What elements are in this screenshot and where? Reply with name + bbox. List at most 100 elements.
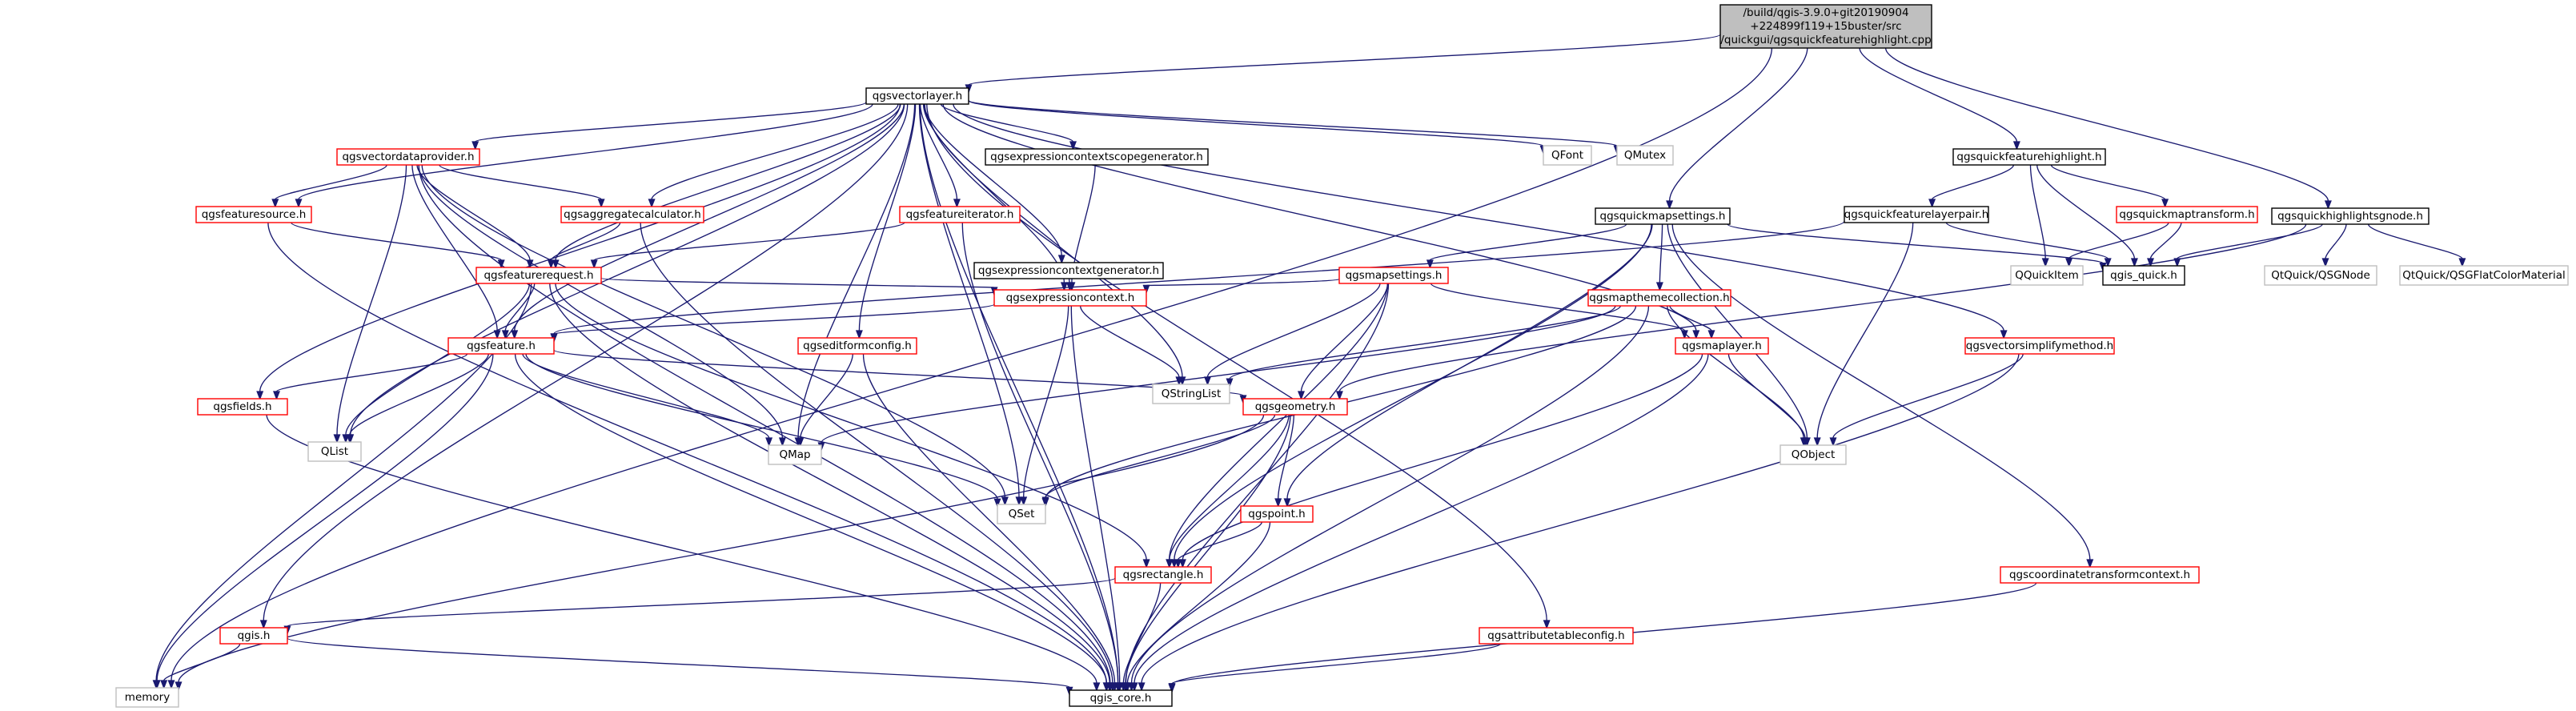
node-qgsfeatureiterator[interactable]: qgsfeatureiterator.h xyxy=(899,206,1021,223)
node-qgsvectorsimplifymethod[interactable]: qgsvectorsimplifymethod.h xyxy=(1964,337,2115,355)
edge-line xyxy=(1174,223,1652,560)
node-qgsgeometry[interactable]: qgsgeometry.h xyxy=(1242,398,1348,416)
node-qmap: QMap xyxy=(768,444,822,465)
node-qgis_quick[interactable]: qgis_quick.h xyxy=(2102,265,2185,286)
node-qgseditformconfig[interactable]: qgseditformconfig.h xyxy=(797,337,917,355)
node-qgsrectangle[interactable]: qgsrectangle.h xyxy=(1114,566,1212,584)
edge-line xyxy=(1045,414,1276,498)
node-qtquickqsgflatcolormaterial: QtQuick/QSGFlatColorMaterial xyxy=(2399,265,2569,286)
edge-qgsmapsettings-to-qstringlist xyxy=(1204,283,1381,386)
node-box xyxy=(560,206,704,223)
node-label: qgsexpressioncontext.h xyxy=(1006,291,1135,304)
edge-line xyxy=(553,349,1244,396)
node-box xyxy=(2271,207,2430,225)
edge-arrowhead xyxy=(1813,437,1821,447)
node-qgsexpressioncontext[interactable]: qgsexpressioncontext.h xyxy=(993,289,1147,307)
edge-qgsquickhighlightsgnode-to-qgis_quick xyxy=(2173,223,2323,267)
edge-arrowhead xyxy=(2324,200,2332,210)
node-qgsfeaturesource[interactable]: qgsfeaturesource.h xyxy=(195,206,312,223)
node-label: qgsaggregatecalculator.h xyxy=(564,208,701,221)
edge-qgsfeaturerequest-to-qgsfeature xyxy=(501,283,536,339)
edge-arrowhead xyxy=(1666,200,1674,210)
node-qgsquickfeaturelayerpair[interactable]: qgsquickfeaturelayerpair.h xyxy=(1844,206,1989,223)
edge-line xyxy=(1130,305,1650,684)
node-label: qgsexpressioncontextgenerator.h xyxy=(978,264,1159,277)
node-qgsexpressioncontextgenerator[interactable]: qgsexpressioncontextgenerator.h xyxy=(973,262,1164,279)
edge-line xyxy=(968,34,1721,86)
node-qgspoint[interactable]: qgspoint.h xyxy=(1240,505,1314,523)
edge-line xyxy=(418,164,1111,684)
edge-qgsmapthemecollection-to-qstringlist xyxy=(1226,305,1621,388)
edge-arrowhead xyxy=(1041,496,1049,507)
node-qgis_core[interactable]: qgis_core.h xyxy=(1069,689,1173,707)
node-label: QObject xyxy=(1792,448,1836,461)
edge-arrowhead xyxy=(1829,437,1837,447)
edge-line xyxy=(156,353,494,681)
node-box xyxy=(2102,265,2185,286)
edge-arrowhead xyxy=(597,199,605,208)
edge-qgsexpressioncontext-to-qgsfeature xyxy=(550,303,995,343)
edge-qgsquickmapsettings-to-qgsmapthemecollection xyxy=(1655,223,1663,291)
node-qgsquickfeaturehighlight[interactable]: qgsquickfeaturehighlight.h xyxy=(1952,148,2106,166)
edge-qgsattributetableconfig-to-qgis_core xyxy=(1168,643,1501,693)
edge-line xyxy=(800,353,853,439)
edge-qgsvectorlayer-to-qgsfeatureiterator xyxy=(919,103,961,208)
node-box xyxy=(1595,207,1731,225)
edge-line xyxy=(1169,414,1290,560)
node-qgsmaplayer[interactable]: qgsmaplayer.h xyxy=(1675,337,1769,355)
node-qfont: QFont xyxy=(1543,145,1592,166)
edge-arrowhead xyxy=(160,680,168,689)
edge-arrowhead xyxy=(2041,258,2049,267)
node-qobject: QObject xyxy=(1780,444,1847,465)
node-qgis[interactable]: qgis.h xyxy=(219,627,288,645)
edge-line xyxy=(336,164,407,436)
node-qgsquickmaptransform[interactable]: qgsquickmaptransform.h xyxy=(2116,206,2258,223)
edge-arrowhead xyxy=(1274,498,1282,508)
edge-line xyxy=(940,103,1074,143)
edge-qgseditformconfig-to-qmap xyxy=(796,353,853,447)
node-root: /build/qgis-3.9.0+git20190904+224899f119… xyxy=(1719,4,1932,49)
node-box xyxy=(195,206,312,223)
node-qgsvectordataprovider[interactable]: qgsvectordataprovider.h xyxy=(336,148,480,166)
edge-line xyxy=(2036,164,2136,259)
node-label: QtQuick/QSGNode xyxy=(2271,269,2370,282)
node-qgsaggregatecalculator[interactable]: qgsaggregatecalculator.h xyxy=(560,206,704,223)
node-qgsmapsettings[interactable]: qgsmapsettings.h xyxy=(1338,267,1449,284)
edge-qgsvectordataprovider-to-qgsaggregatecalculator xyxy=(439,164,605,208)
edge-root-to-qgsquickfeaturehighlight xyxy=(1859,47,2020,151)
edge-arrowhead xyxy=(1174,559,1182,568)
edge-arrowhead xyxy=(1138,682,1146,692)
node-qgsfeaturerequest[interactable]: qgsfeaturerequest.h xyxy=(475,267,602,284)
edge-arrowhead xyxy=(2130,258,2138,267)
edge-qgsfeature-to-qset xyxy=(525,353,1001,508)
node-qgsexpressioncontextscopegenerator[interactable]: qgsexpressioncontextscopegenerator.h xyxy=(985,148,1209,166)
edge-qgis-to-qgis_core xyxy=(287,637,1073,697)
edge-line xyxy=(259,103,901,392)
node-label: qgsvectorsimplifymethod.h xyxy=(1966,339,2114,352)
edge-arrowhead xyxy=(2012,141,2020,151)
node-qgscoordinatetransformcontext[interactable]: qgscoordinatetransformcontext.h xyxy=(2000,566,2200,584)
node-qstringlist: QStringList xyxy=(1152,384,1230,404)
node-qgsattributetableconfig[interactable]: qgsattributetableconfig.h xyxy=(1479,627,1634,645)
edge-qgsquickmapsettings-to-qgspoint xyxy=(1283,223,1653,508)
edge-qgsexpressioncontext-to-qset xyxy=(1020,305,1069,506)
edge-qgsaggregatecalculator-to-qgsfeaturerequest xyxy=(547,222,621,269)
edge-arrowhead xyxy=(2000,330,2008,339)
node-qgsmapthemecollection[interactable]: qgsmapthemecollection.h xyxy=(1587,289,1731,307)
node-qgsquickhighlightsgnode[interactable]: qgsquickhighlightsgnode.h xyxy=(2271,207,2430,225)
edge-line xyxy=(1079,305,1180,378)
node-qgsvectorlayer[interactable]: qgsvectorlayer.h xyxy=(865,87,969,105)
node-box xyxy=(1069,689,1173,707)
edge-qgsfeaturerequest-to-qgsrectangle xyxy=(555,283,1150,568)
edge-arrowhead xyxy=(511,330,519,339)
edge-line xyxy=(1182,353,1703,560)
edge-arrowhead xyxy=(1655,282,1663,291)
node-qgsfeature[interactable]: qgsfeature.h xyxy=(447,337,555,355)
edge-line xyxy=(475,101,867,143)
edge-arrowhead xyxy=(1111,682,1118,692)
edge-line xyxy=(522,353,770,439)
edge-arrowhead xyxy=(295,199,303,208)
node-qgsquickmapsettings[interactable]: qgsquickmapsettings.h xyxy=(1595,207,1731,225)
node-qgsfields[interactable]: qgsfields.h xyxy=(197,398,288,416)
